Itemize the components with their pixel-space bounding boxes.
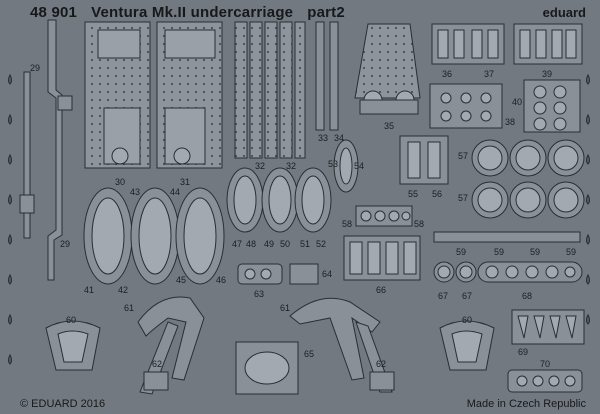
edge-droplets bbox=[8, 73, 590, 365]
label-32: 32 bbox=[286, 161, 297, 171]
origin-text: Made in Czech Republic bbox=[466, 398, 586, 410]
label-33: 33 bbox=[318, 133, 329, 143]
label-69: 69 bbox=[518, 347, 529, 357]
part-47-52 bbox=[226, 167, 332, 233]
label-47: 47 bbox=[232, 239, 243, 249]
label-51: 51 bbox=[300, 239, 311, 249]
part-32 bbox=[234, 21, 306, 159]
part-30 bbox=[84, 21, 151, 169]
part-60-left bbox=[45, 320, 101, 371]
label-60: 60 bbox=[462, 315, 473, 325]
label-40: 40 bbox=[512, 97, 523, 107]
label-32: 32 bbox=[255, 161, 266, 171]
label-38: 38 bbox=[505, 117, 516, 127]
label-61: 61 bbox=[124, 303, 135, 313]
part-39 bbox=[513, 23, 583, 65]
part-58 bbox=[355, 205, 413, 227]
label-57: 57 bbox=[458, 151, 469, 161]
label-63: 63 bbox=[254, 289, 265, 299]
label-65: 65 bbox=[304, 349, 315, 359]
label-58: 58 bbox=[342, 219, 353, 229]
label-29: 29 bbox=[30, 63, 41, 73]
label-55: 55 bbox=[408, 189, 419, 199]
set-number: 48 901 bbox=[30, 4, 78, 21]
label-68: 68 bbox=[522, 291, 533, 301]
label-67: 67 bbox=[438, 291, 449, 301]
title-text: Ventura Mk.II undercarriage bbox=[91, 4, 294, 21]
label-29: 29 bbox=[60, 239, 71, 249]
label-49: 49 bbox=[264, 239, 275, 249]
copyright-text: © EDUARD 2016 bbox=[20, 398, 106, 410]
label-36: 36 bbox=[442, 69, 453, 79]
label-66: 66 bbox=[376, 285, 387, 295]
brand-logo: eduard bbox=[542, 5, 586, 20]
part-38 bbox=[429, 83, 503, 129]
part-60-right bbox=[439, 320, 495, 371]
part-69 bbox=[511, 309, 585, 345]
part-29 bbox=[19, 19, 73, 281]
part-66 bbox=[343, 235, 421, 281]
part-59 bbox=[433, 231, 581, 243]
label-41: 41 bbox=[84, 285, 95, 295]
part-55-56 bbox=[399, 135, 449, 185]
part-40 bbox=[523, 79, 581, 133]
label-31: 31 bbox=[180, 177, 191, 187]
label-45: 45 bbox=[176, 275, 187, 285]
label-53: 53 bbox=[328, 159, 339, 169]
label-57: 57 bbox=[458, 193, 469, 203]
part-text: part2 bbox=[307, 4, 345, 21]
sheet-title: 48 901 Ventura Mk.II undercarriage part2 bbox=[30, 4, 359, 21]
part-41-46 bbox=[83, 187, 225, 285]
label-44: 44 bbox=[170, 187, 181, 197]
label-39: 39 bbox=[542, 69, 553, 79]
label-59: 59 bbox=[566, 247, 577, 257]
label-46: 46 bbox=[216, 275, 227, 285]
label-37: 37 bbox=[484, 69, 495, 79]
label-56: 56 bbox=[432, 189, 443, 199]
part-67 bbox=[433, 261, 477, 283]
label-50: 50 bbox=[280, 239, 291, 249]
part-63-64 bbox=[237, 263, 319, 285]
label-35: 35 bbox=[384, 121, 395, 131]
label-52: 52 bbox=[316, 239, 327, 249]
part-65 bbox=[235, 341, 299, 395]
label-42: 42 bbox=[118, 285, 129, 295]
part-62 bbox=[143, 371, 395, 391]
label-58: 58 bbox=[414, 219, 425, 229]
part-31 bbox=[156, 21, 223, 169]
label-48: 48 bbox=[246, 239, 257, 249]
part-53-54 bbox=[333, 139, 359, 193]
part-36-37 bbox=[431, 23, 505, 65]
label-54: 54 bbox=[354, 161, 365, 171]
label-59: 59 bbox=[530, 247, 541, 257]
part-68 bbox=[477, 261, 583, 283]
label-70: 70 bbox=[540, 359, 551, 369]
label-61: 61 bbox=[280, 303, 291, 313]
part-57 bbox=[471, 139, 585, 219]
part-70 bbox=[507, 369, 583, 393]
label-64: 64 bbox=[322, 269, 333, 279]
label-59: 59 bbox=[456, 247, 467, 257]
label-30: 30 bbox=[115, 177, 126, 187]
label-62: 62 bbox=[152, 359, 163, 369]
part-35 bbox=[354, 23, 421, 115]
label-34: 34 bbox=[334, 133, 345, 143]
label-60: 60 bbox=[66, 315, 77, 325]
label-67: 67 bbox=[462, 291, 473, 301]
part-33-34 bbox=[315, 21, 339, 131]
label-62: 62 bbox=[376, 359, 387, 369]
label-43: 43 bbox=[130, 187, 141, 197]
label-59: 59 bbox=[494, 247, 505, 257]
